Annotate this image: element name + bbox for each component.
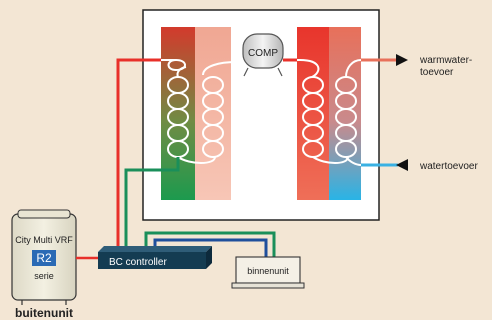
bc-controller-label: BC controller: [109, 257, 167, 268]
right-coil: [283, 59, 362, 166]
refrigerant-exchanger-panel: [161, 27, 195, 200]
outdoor-series-label: serie: [34, 271, 54, 281]
refrigerant-gas-pipe: [116, 58, 161, 248]
indoor-pipe-green: [144, 231, 276, 257]
refrigerant-liquid-pipe: [124, 157, 180, 248]
outdoor-badge-label: R2: [36, 251, 52, 265]
hot-water-supply-label: warmwater-: [419, 55, 472, 66]
water-supply-label: watertoevoer: [419, 161, 478, 172]
outdoor-badge: [32, 250, 56, 266]
compressor: COMP: [242, 33, 284, 77]
outdoor-unit-label: buitenunit: [15, 306, 73, 320]
indoor-pipe-blue: [153, 238, 268, 257]
water-exchanger-panel-hot: [297, 27, 329, 200]
indoor-unit: binnenunit: [231, 256, 305, 289]
water-exchanger-panel-cold: [329, 27, 361, 200]
indoor-unit-label: binnenunit: [247, 266, 289, 276]
hot-water-arrow: [396, 54, 408, 66]
cold-water-arrow: [396, 159, 408, 171]
bc-controller: BC controller: [98, 246, 212, 269]
outdoor-model-label: City Multi VRF: [15, 235, 73, 245]
hot-water-supply-label-2: toevoer: [420, 67, 454, 78]
refrigerant-exchanger-panel-return: [195, 27, 231, 200]
compressor-label: COMP: [248, 48, 278, 59]
left-coil: [161, 52, 259, 164]
outdoor-unit: City Multi VRF R2 serie: [11, 209, 77, 305]
